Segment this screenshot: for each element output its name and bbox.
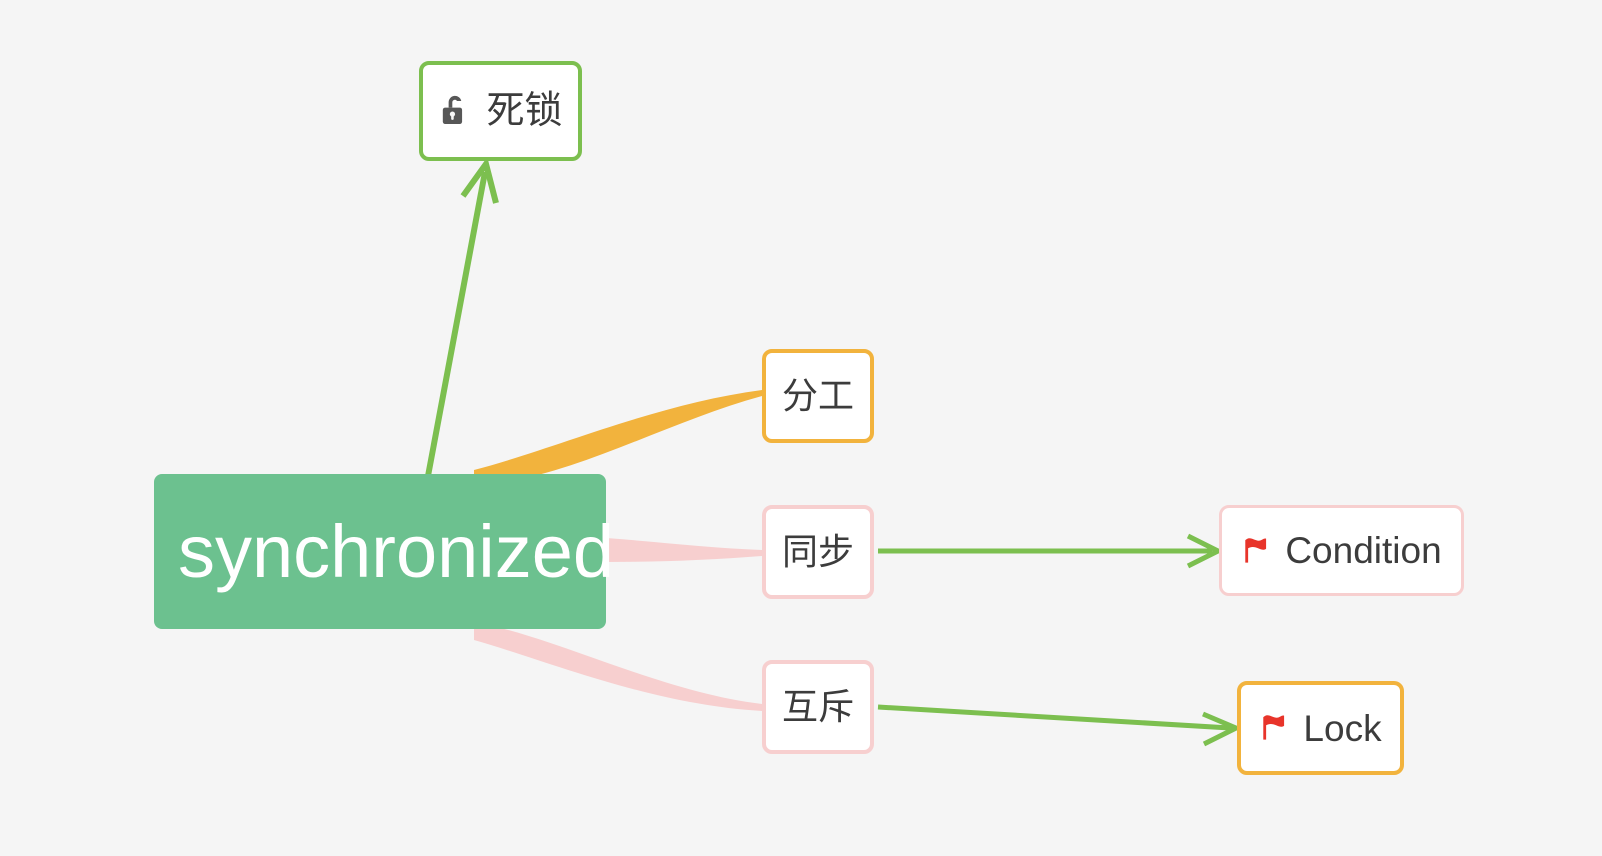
node-tongbu[interactable]: 同步 bbox=[762, 505, 874, 599]
edge-tongbu-to-condition bbox=[878, 533, 1224, 569]
edge-root-to-deadlock bbox=[425, 157, 499, 477]
node-condition[interactable]: Condition bbox=[1219, 505, 1464, 596]
node-label: 同步 bbox=[781, 531, 854, 572]
red-flag-icon bbox=[1241, 535, 1271, 567]
edge-root-to-huchi bbox=[474, 622, 762, 711]
unlock-icon bbox=[438, 92, 472, 130]
node-lock[interactable]: Lock bbox=[1237, 681, 1404, 775]
node-label: synchronized bbox=[178, 509, 615, 593]
node-root-synchronized[interactable]: synchronized bbox=[154, 474, 614, 629]
node-fengong[interactable]: 分工 bbox=[762, 349, 874, 443]
edge-root-to-tongbu bbox=[606, 538, 762, 562]
red-flag-icon bbox=[1259, 712, 1289, 744]
node-huchi[interactable]: 互斥 bbox=[762, 660, 874, 754]
node-label: Condition bbox=[1285, 530, 1442, 571]
node-label: Lock bbox=[1303, 707, 1382, 749]
edge-huchi-to-lock bbox=[877, 704, 1242, 747]
node-label: 互斥 bbox=[781, 686, 854, 727]
edge-root-to-fengong bbox=[474, 390, 762, 484]
node-label: 分工 bbox=[781, 375, 854, 416]
node-deadlock[interactable]: 死锁 bbox=[419, 61, 582, 161]
node-label: 死锁 bbox=[486, 90, 563, 132]
